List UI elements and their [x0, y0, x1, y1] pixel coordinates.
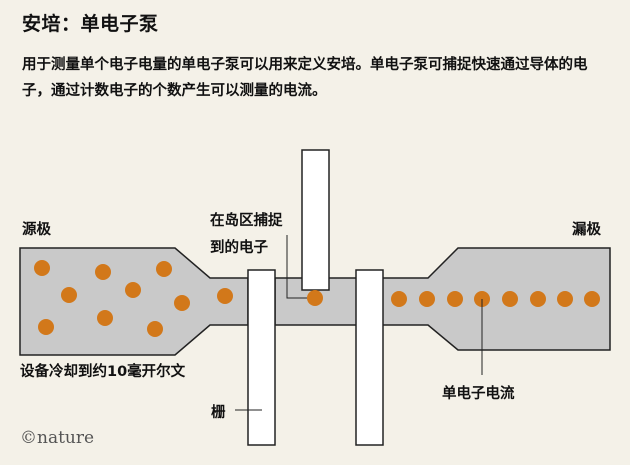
trapped-electron — [307, 290, 323, 306]
electron — [557, 291, 573, 307]
electron — [147, 321, 163, 337]
electron — [97, 310, 113, 326]
electron — [174, 295, 190, 311]
electron — [61, 287, 77, 303]
source-region — [19, 247, 249, 356]
drain-electrons — [391, 291, 600, 307]
gate-right — [355, 269, 384, 446]
island-leader-line — [286, 235, 307, 299]
nature-logo: ©nature — [20, 428, 95, 448]
source-label: 源极 — [22, 222, 51, 238]
current-label: 单电子电流 — [442, 386, 515, 402]
drain-region — [381, 247, 611, 351]
gate-label: 栅 — [211, 405, 226, 421]
electron — [419, 291, 435, 307]
electron — [530, 291, 546, 307]
diagram-title: 安培：单电子泵 — [22, 13, 159, 35]
electron — [95, 264, 111, 280]
electron — [502, 291, 518, 307]
island-label-line2: 到的电子 — [210, 240, 268, 256]
electron — [156, 261, 172, 277]
electron — [447, 291, 463, 307]
gate-top — [301, 149, 330, 291]
source-electrons — [34, 260, 233, 337]
drain-label: 漏极 — [572, 222, 601, 238]
electron — [125, 282, 141, 298]
island-label-line1: 在岛区捕捉 — [210, 213, 283, 229]
electron — [217, 288, 233, 304]
cooling-label: 设备冷却到约10毫开尔文 — [20, 364, 186, 380]
electron — [391, 291, 407, 307]
gate-left — [247, 269, 276, 446]
electron — [34, 260, 50, 276]
electron — [38, 319, 54, 335]
diagram-description: 用于测量单个电子电量的单电子泵可以用来定义安培。单电子泵可捕捉快速通过导体的电子… — [22, 57, 588, 99]
electron — [584, 291, 600, 307]
